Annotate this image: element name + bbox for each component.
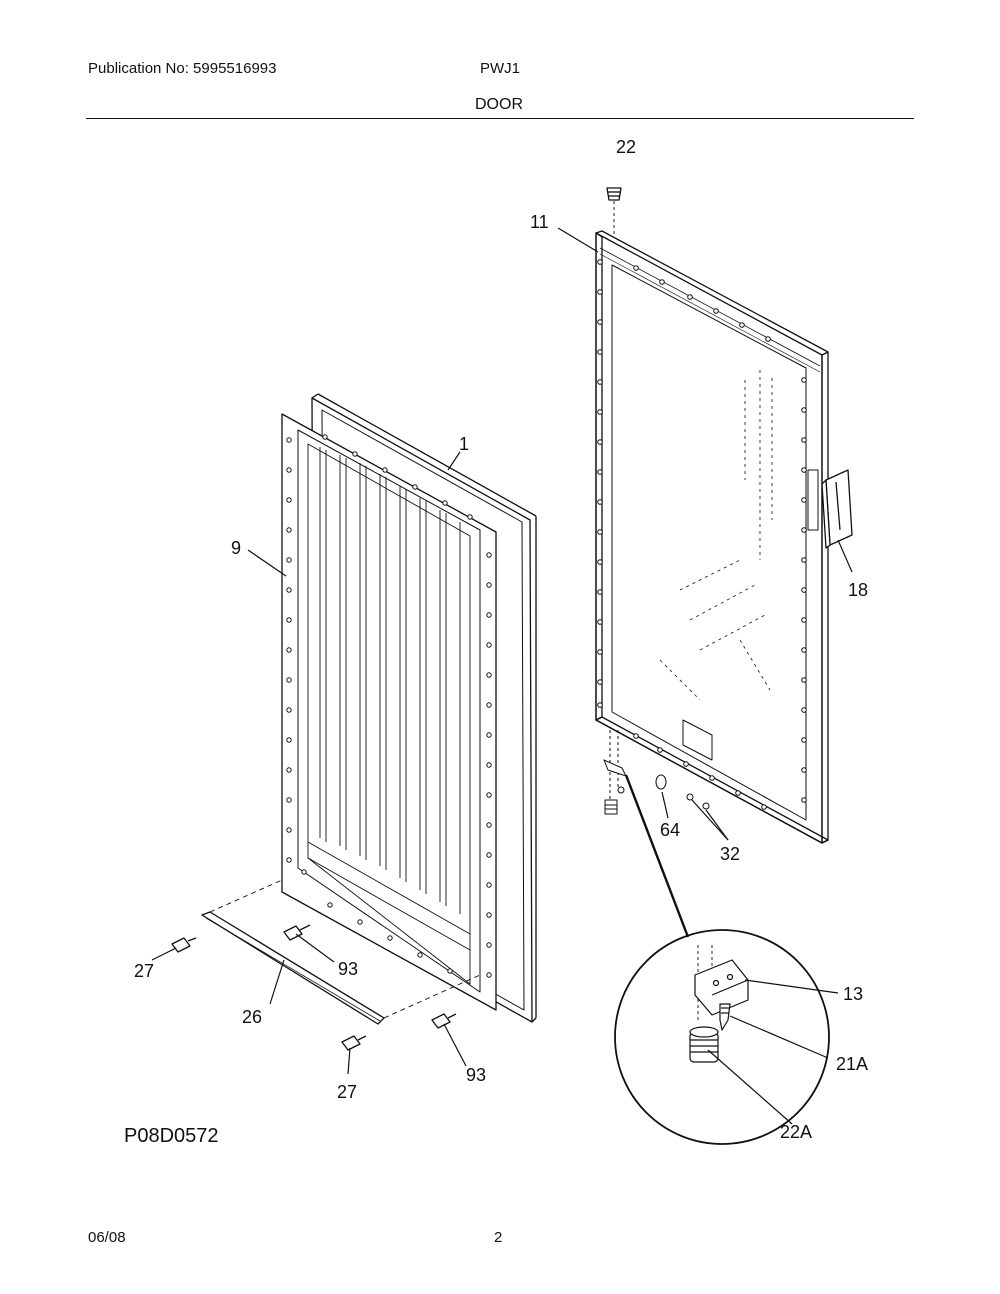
callout-1: 1 <box>459 434 469 454</box>
callout-93-top: 93 <box>338 959 358 979</box>
callout-21a: 21A <box>836 1054 868 1074</box>
callout-64: 64 <box>660 820 680 840</box>
footer-date: 06/08 <box>88 1229 126 1246</box>
callout-22: 22 <box>616 137 636 157</box>
diagram-code: P08D0572 <box>124 1125 219 1147</box>
model-number: PWJ1 <box>480 60 521 77</box>
screws <box>171 924 457 1051</box>
callout-11: 11 <box>530 212 549 232</box>
callout-32: 32 <box>720 844 740 864</box>
outer-door-panel <box>595 230 829 844</box>
callout-27-top: 27 <box>134 961 154 981</box>
callout-18: 18 <box>848 580 868 600</box>
publication-number: Publication No: 5995516993 <box>88 60 277 77</box>
plug-22 <box>606 187 622 201</box>
inner-door-liner <box>281 413 497 1011</box>
callout-9: 9 <box>231 538 241 558</box>
callout-93-bottom: 93 <box>466 1065 486 1085</box>
header-rule <box>86 118 914 119</box>
hinge-parts <box>603 730 710 815</box>
section-title: DOOR <box>475 96 523 113</box>
page-number: 2 <box>494 1229 503 1246</box>
leader-lines <box>151 227 853 1125</box>
callout-27-bottom: 27 <box>337 1082 357 1102</box>
callout-22a: 22A <box>780 1122 812 1142</box>
callout-13: 13 <box>843 984 863 1004</box>
callout-26: 26 <box>242 1007 262 1027</box>
detail-view <box>614 929 830 1145</box>
door-handle <box>821 469 853 549</box>
